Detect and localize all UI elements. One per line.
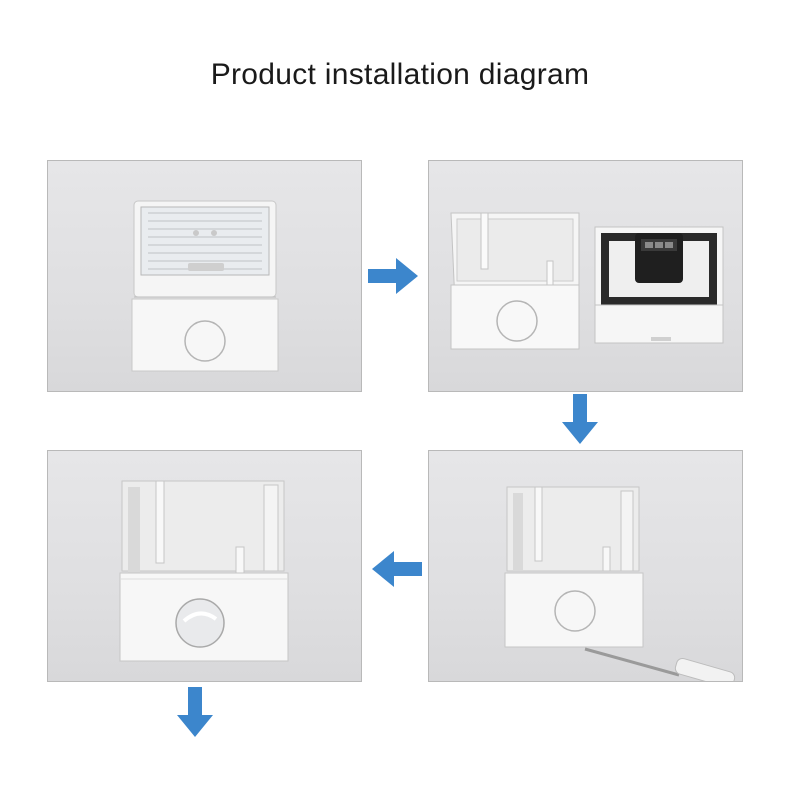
step-3-photo [47, 450, 362, 682]
page-title: Product installation diagram [210, 58, 590, 91]
step-4-photo [428, 450, 743, 682]
arrow-down-icon [562, 394, 598, 449]
arrow-down-icon [177, 687, 213, 742]
arrow-right-icon [368, 258, 418, 299]
arrow-left-icon [372, 551, 422, 592]
step-1-photo [47, 160, 362, 392]
step-2-photo [428, 160, 743, 392]
